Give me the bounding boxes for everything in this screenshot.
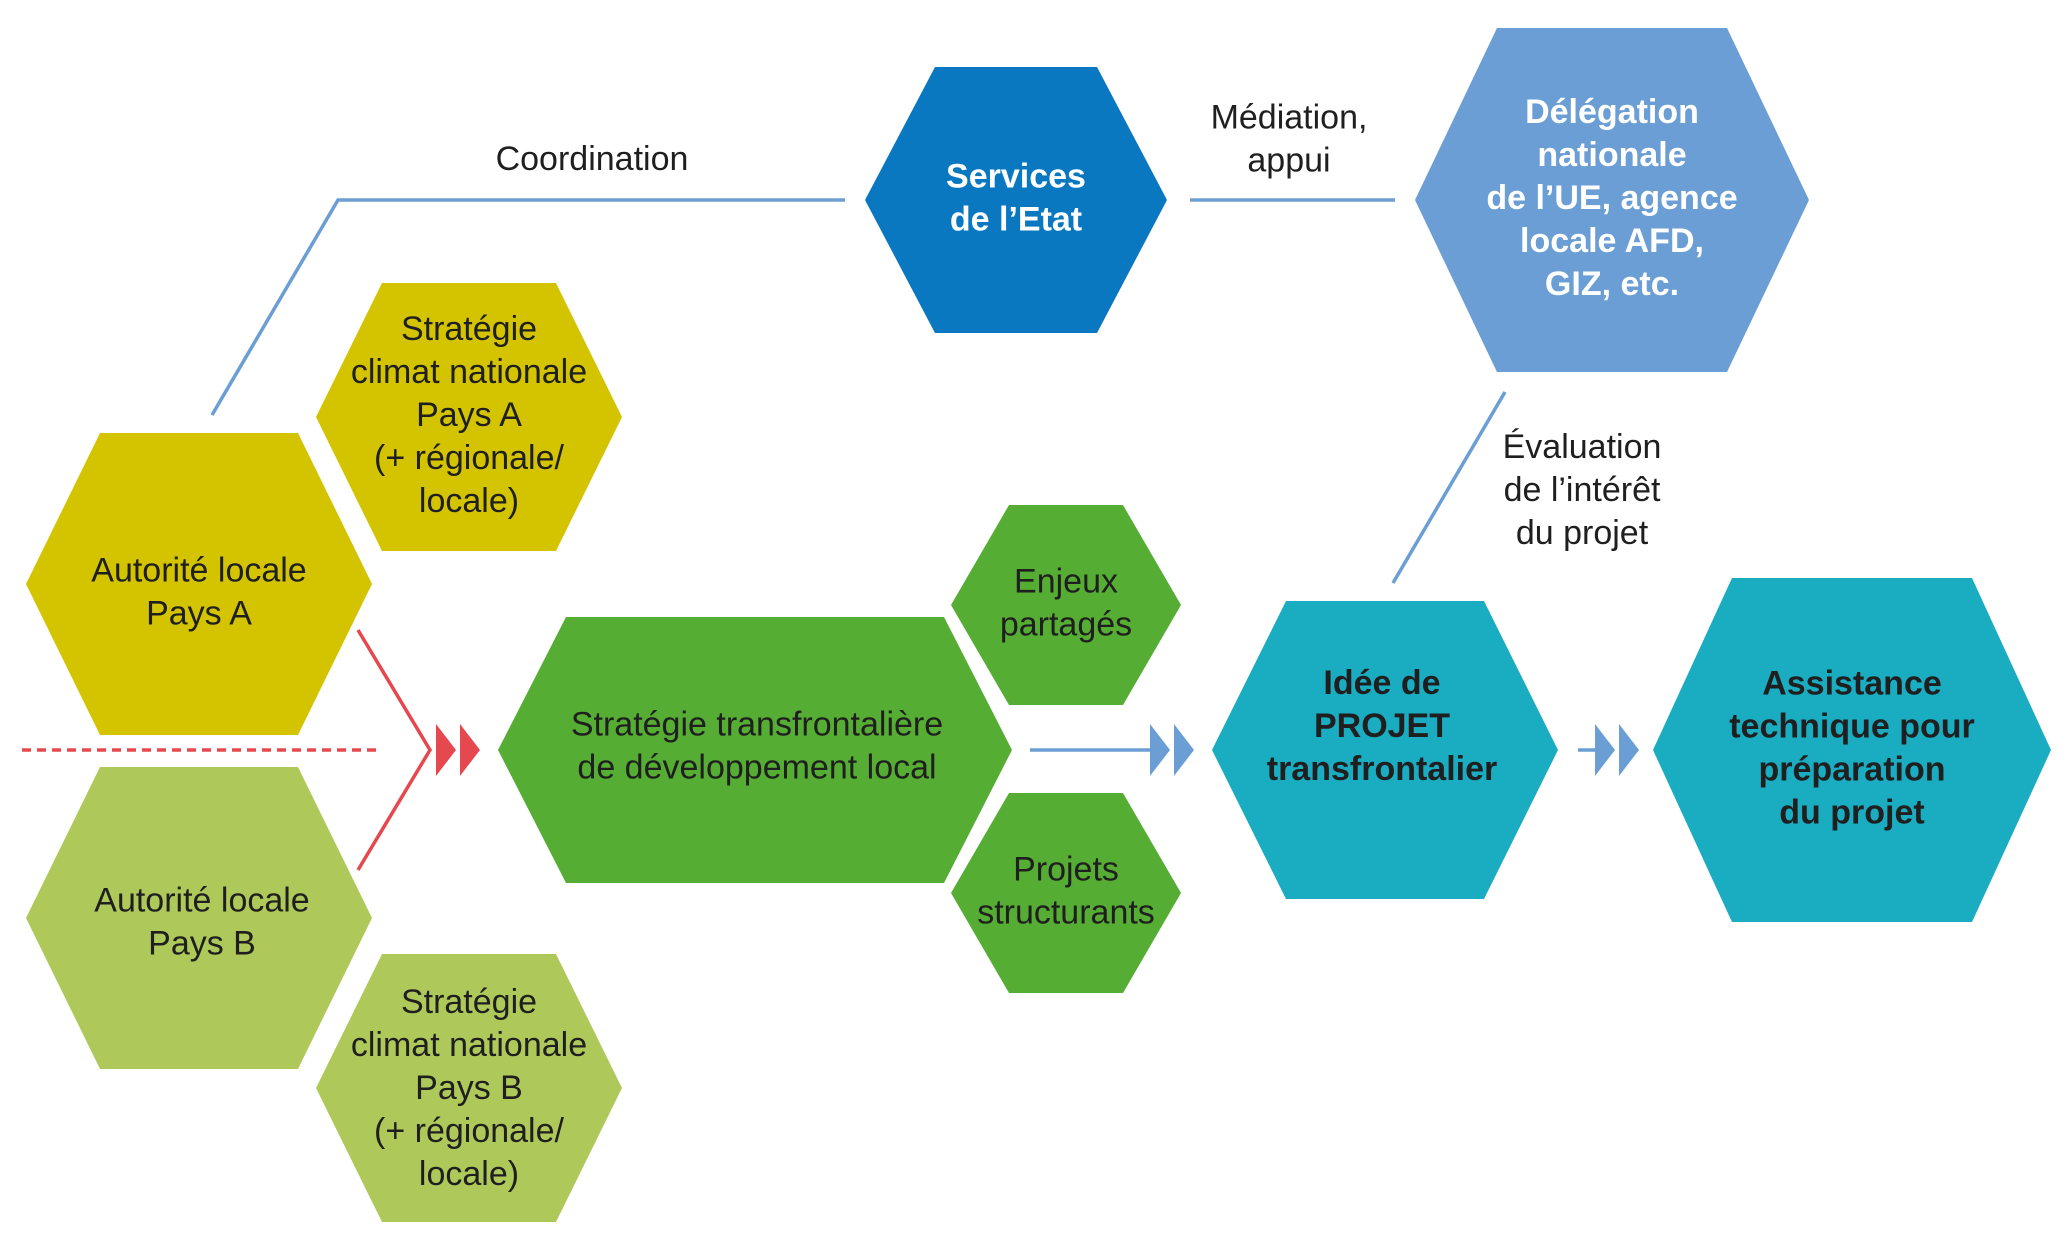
- label-line: Autorité locale: [94, 881, 309, 919]
- convergence-connector: [356, 629, 433, 871]
- label-line: du projet: [1516, 514, 1649, 552]
- blue-arrowhead: [1595, 724, 1615, 776]
- label-line: préparation: [1758, 750, 1945, 788]
- label-line: transfrontalier: [1267, 750, 1498, 788]
- autorite-a-hexagon: [26, 433, 372, 735]
- label-line: appui: [1247, 141, 1330, 179]
- services-etat-hexagon: [865, 67, 1167, 333]
- label-line: Assistance: [1762, 664, 1942, 702]
- node-idee-projet: Idée de PROJET transfrontalier: [1212, 601, 1558, 899]
- node-strategie-transfrontaliere: Stratégie transfrontalière de développeme…: [498, 617, 1012, 883]
- node-projets-structurants: Projets structurants: [951, 793, 1181, 993]
- evaluation-label: Évaluation de l’intérêt du projet: [1503, 428, 1662, 552]
- assistance-technique-label: Assistance technique pour préparation du pr…: [1729, 664, 1975, 831]
- label-line: Délégation: [1525, 93, 1699, 131]
- coordination-label: Coordination: [496, 140, 689, 178]
- projets-structurants-label: Projets structurants: [977, 850, 1155, 931]
- label-line: climat nationale: [351, 353, 587, 391]
- label-line: Pays A: [146, 594, 252, 632]
- blue-arrowhead: [1619, 724, 1639, 776]
- label-line: du projet: [1779, 793, 1924, 831]
- label-line: GIZ, etc.: [1545, 265, 1679, 303]
- projets-structurants-hexagon: [951, 793, 1181, 993]
- label-line: Médiation,: [1211, 98, 1368, 136]
- strategie-transfrontaliere-hexagon: [498, 617, 1012, 883]
- node-assistance-technique: Assistance technique pour préparation du pr…: [1653, 578, 2051, 922]
- red-arrowhead: [460, 724, 480, 776]
- label-line: (+ régionale/: [374, 1112, 565, 1150]
- label-line: Idée de: [1323, 664, 1440, 702]
- strategie-climat-b-hexagon: [316, 954, 622, 1222]
- assistance-technique-hexagon: [1653, 578, 2051, 922]
- connectors: [22, 198, 1595, 871]
- label-line: Pays A: [416, 396, 522, 434]
- label-line: (+ régionale/: [374, 439, 565, 477]
- enjeux-partages-label: Enjeux partagés: [1000, 562, 1132, 643]
- label-line: Enjeux: [1014, 562, 1118, 600]
- mediation-label: Médiation, appui: [1211, 98, 1368, 179]
- blue-arrowhead: [1150, 724, 1170, 776]
- label-line: Évaluation: [1503, 428, 1662, 466]
- node-services-etat: Services de l’Etat: [865, 67, 1167, 333]
- label-line: locale): [419, 1155, 519, 1193]
- autorite-b-hexagon: [26, 767, 372, 1069]
- idee-projet-hexagon: [1212, 601, 1558, 899]
- label-line: Stratégie: [401, 310, 537, 348]
- label-line: Autorité locale: [91, 551, 306, 589]
- strategie-transfrontaliere-label: Stratégie transfrontalière de développeme…: [571, 705, 943, 786]
- label-line: Coordination: [496, 140, 689, 178]
- label-line: de développement local: [577, 748, 936, 786]
- idee-projet-label: Idée de PROJET transfrontalier: [1267, 664, 1498, 788]
- label-line: de l’Etat: [950, 200, 1082, 238]
- label-line: Pays B: [415, 1069, 523, 1107]
- blue-arrowhead: [1174, 724, 1194, 776]
- label-line: Pays B: [148, 924, 256, 962]
- node-enjeux-partages: Enjeux partagés: [951, 505, 1181, 705]
- label-line: Services: [946, 157, 1086, 195]
- label-line: Stratégie: [401, 983, 537, 1021]
- node-delegation-ue: Délégation nationale de l’UE, agence locale…: [1415, 28, 1809, 372]
- label-line: structurants: [977, 893, 1155, 931]
- label-line: partagés: [1000, 605, 1132, 643]
- label-line: de l’UE, agence: [1486, 179, 1737, 217]
- red-arrowhead: [436, 724, 456, 776]
- services-etat-label: Services de l’Etat: [946, 157, 1086, 238]
- evaluation-connector: [1391, 391, 1507, 584]
- label-line: climat nationale: [351, 1026, 587, 1064]
- coordination-connector: [210, 198, 845, 416]
- label-line: Stratégie transfrontalière: [571, 705, 943, 743]
- label-line: technique pour: [1729, 707, 1975, 745]
- label-line: Projets: [1013, 850, 1119, 888]
- delegation-ue-label: Délégation nationale de l’UE, agence locale…: [1486, 93, 1737, 303]
- label-line: PROJET: [1314, 707, 1450, 745]
- delegation-ue-hexagon: [1415, 28, 1809, 372]
- label-line: de l’intérêt: [1504, 471, 1661, 509]
- label-line: locale AFD,: [1520, 222, 1704, 260]
- label-line: locale): [419, 482, 519, 520]
- strategie-climat-a-hexagon: [316, 283, 622, 551]
- label-line: nationale: [1537, 136, 1686, 174]
- enjeux-partages-hexagon: [951, 505, 1181, 705]
- arrowheads: [436, 724, 1639, 776]
